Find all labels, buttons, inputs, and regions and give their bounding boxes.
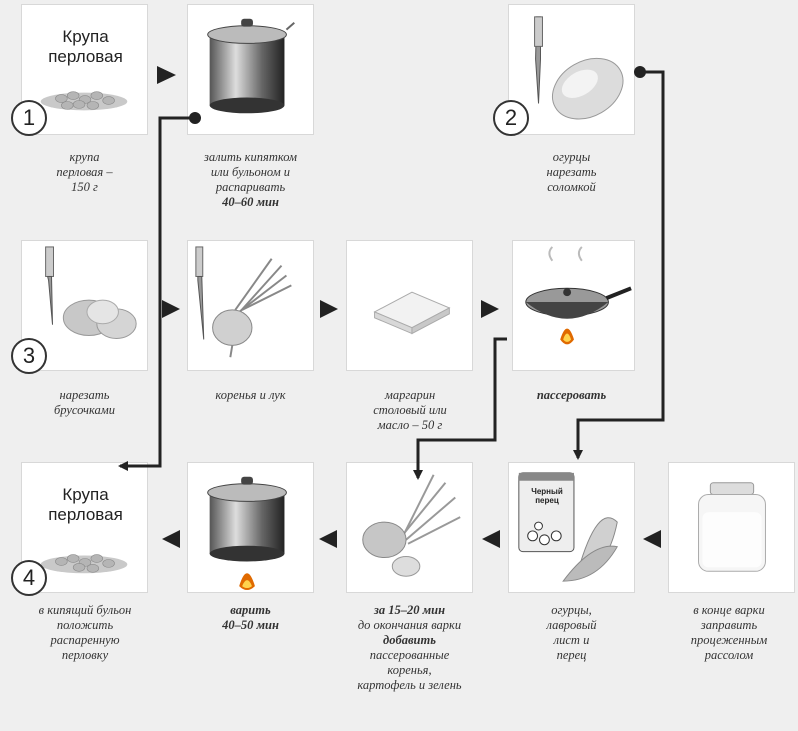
arrow-r2a (162, 300, 180, 318)
cucumber-knife-image (534, 16, 624, 120)
brine-jar-icon (698, 482, 766, 572)
card-margarine (346, 240, 473, 371)
step-2-badge: 2 (493, 100, 529, 136)
card-add-veg (346, 462, 473, 593)
arrow-r3c (482, 530, 500, 548)
pepper-jar-bay-leaf-image (518, 472, 619, 582)
step-4-badge: 4 (11, 560, 47, 596)
pot-icon (207, 18, 295, 114)
arrow-r1 (157, 66, 176, 84)
connector-pan-to-veg (413, 337, 507, 480)
arrow-r2c (481, 300, 499, 318)
connector-cucumber-to-pepper (573, 66, 665, 460)
frying-pan-icon (525, 246, 632, 345)
butter-block-icon (373, 291, 451, 335)
card-roots-onion (187, 240, 314, 371)
connector-pot-to-barley (118, 112, 201, 471)
arrow-r2b (320, 300, 338, 318)
step-3-badge: 3 (11, 338, 47, 374)
arrow-r3b (319, 530, 337, 548)
arrow-r3d (643, 530, 661, 548)
arrow-r3a (162, 530, 180, 548)
card-pot-cook (187, 462, 314, 593)
card-cucumber (508, 4, 635, 135)
vegetables-image (362, 474, 461, 577)
card-pot-boil (187, 4, 314, 135)
barley-grains-image (40, 554, 128, 574)
step-1-badge: 1 (11, 100, 47, 136)
barley-grains-image (40, 91, 128, 111)
potato-knife-image (45, 246, 137, 339)
onion-roots-image (195, 246, 292, 358)
card-brine-jar (668, 462, 795, 593)
caption-saute: пассеровать (536, 388, 607, 402)
pot-on-fire-icon (207, 476, 287, 590)
caption-roots-onion: коренья и лук (215, 388, 286, 402)
card-frying-pan (512, 240, 635, 371)
